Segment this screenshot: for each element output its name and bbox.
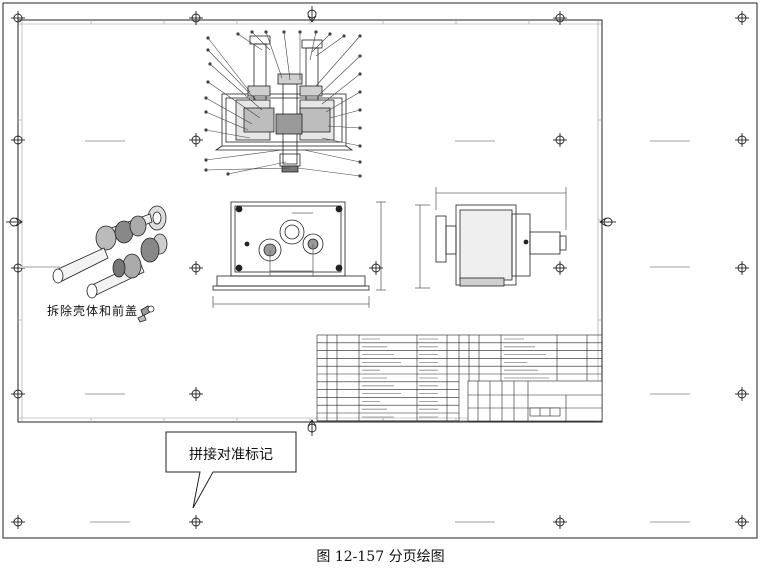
registration-mark [189, 387, 203, 401]
balloon-leader [207, 37, 251, 93]
balloon-dot [264, 30, 268, 34]
registration-mark [11, 515, 25, 529]
balloon-leader [205, 149, 283, 161]
balloon-leader [317, 55, 361, 97]
exploded-view-label: 拆除壳体和前盖 [47, 304, 139, 318]
registration-mark [189, 515, 203, 529]
balloon-leader [329, 109, 361, 119]
balloon-dot [204, 110, 208, 114]
balloon-leader [209, 63, 263, 111]
registration-mark [735, 133, 749, 147]
balloon-leader [207, 81, 261, 119]
registration-mark [735, 387, 749, 401]
registration-mark [189, 133, 203, 147]
balloon-leaders [204, 30, 362, 178]
balloon-leader [315, 35, 361, 87]
balloon-dot [298, 30, 302, 34]
balloon-dot [226, 172, 230, 176]
registration-mark [11, 133, 25, 147]
balloon-dot [208, 62, 212, 66]
front-view [212, 201, 386, 308]
outer-page-frame [2, 2, 758, 539]
registration-mark [189, 261, 203, 275]
balloon-leader [311, 33, 331, 53]
balloon-leader [315, 35, 345, 57]
faint-watermarks [20, 140, 690, 523]
balloon-dot [342, 34, 346, 38]
balloon-leader [327, 125, 361, 129]
balloon-dot [204, 128, 208, 132]
registration-mark [553, 133, 567, 147]
exploded-isometric-view [52, 205, 168, 323]
zone-ticks [18, 20, 602, 422]
balloon-leader [237, 33, 263, 51]
balloon-leader [303, 149, 361, 163]
balloon-dot [328, 32, 332, 36]
balloon-dot [358, 144, 362, 148]
figure-caption: 图 12-157 分页绘图 [316, 549, 445, 565]
balloon-dot [204, 96, 208, 100]
registration-mark [11, 387, 25, 401]
callout-bubble [165, 431, 297, 509]
balloon-dot [358, 108, 362, 112]
balloon-dot [204, 158, 208, 162]
balloon-leader [283, 31, 291, 81]
section-view [214, 35, 354, 173]
balloon-leader [227, 161, 287, 175]
balloon-leader [321, 137, 361, 147]
balloon-leader [207, 49, 257, 101]
balloon-leader [205, 167, 291, 171]
balloon-leader [321, 73, 361, 105]
side-view [415, 187, 567, 289]
balloon-dot [358, 90, 362, 94]
registration-mark [735, 11, 749, 25]
registration-mark [553, 11, 567, 25]
callout-text: 拼接对准标记 [189, 447, 273, 463]
balloon-dot [314, 30, 318, 34]
balloon-leader [205, 97, 253, 125]
balloon-dot [358, 174, 362, 178]
registration-mark [735, 515, 749, 529]
balloon-dot [250, 30, 254, 34]
centering-arrows [6, 6, 616, 436]
balloon-leader [205, 111, 249, 131]
balloon-leader [325, 91, 361, 113]
registration-mark [189, 11, 203, 25]
registration-mark [11, 11, 25, 25]
balloon-dot [206, 48, 210, 52]
balloon-leader [265, 31, 283, 79]
balloon-dot [236, 32, 240, 36]
balloon-leader [309, 31, 317, 61]
registration-mark [553, 261, 567, 275]
balloon-leader [251, 31, 271, 51]
balloon-leader [205, 129, 251, 139]
balloon-leader [297, 167, 361, 177]
drawing-border [17, 19, 603, 423]
balloon-dot [358, 72, 362, 76]
balloon-dot [206, 36, 210, 40]
balloon-dot [282, 30, 286, 34]
balloon-dot [204, 168, 208, 172]
registration-mark [735, 261, 749, 275]
balloon-dot [358, 54, 362, 58]
balloon-dot [358, 34, 362, 38]
balloon-dot [358, 126, 362, 130]
bom-and-title-block [316, 334, 603, 422]
registration-mark [553, 515, 567, 529]
balloon-dot [206, 80, 210, 84]
balloon-dot [358, 160, 362, 164]
